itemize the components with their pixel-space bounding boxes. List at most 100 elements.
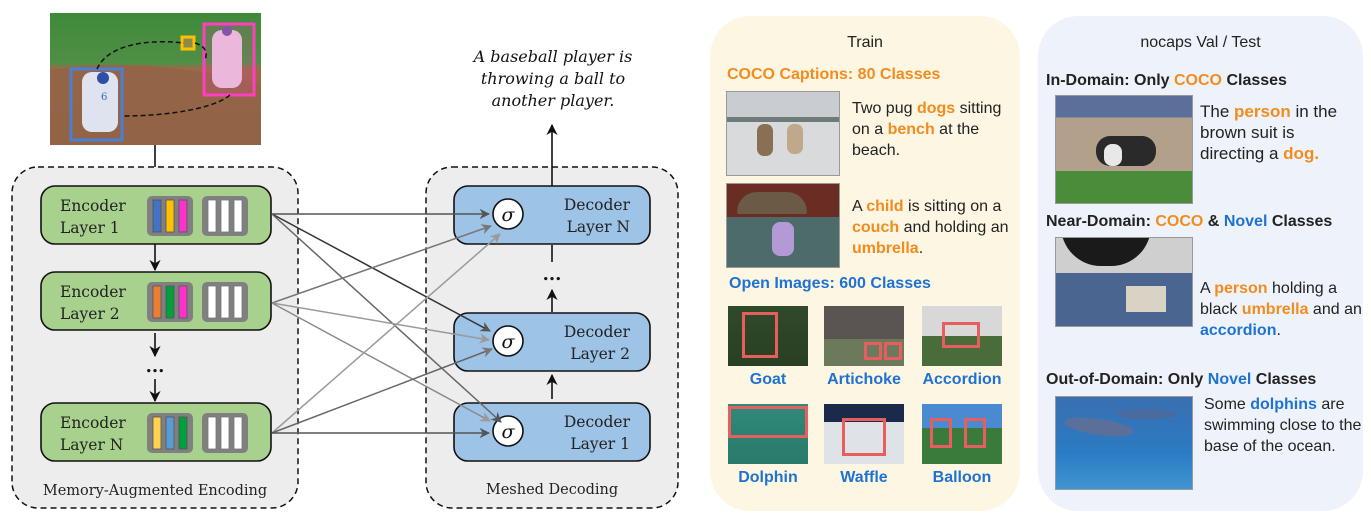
out-domain-heading: Out-of-Domain: Only Novel Classes — [1046, 371, 1316, 389]
thumbnail-label: Dolphin — [738, 469, 798, 486]
thumbnail-artichoke — [824, 306, 904, 366]
caption-text: is sitting on a — [903, 198, 1002, 215]
heading-text: Classes — [1267, 213, 1333, 230]
caption-child: A child is sitting on a couch and holdin… — [852, 196, 1022, 259]
caption-line: another player. — [492, 91, 615, 110]
highlighted-object-word: couch — [852, 219, 900, 236]
region-features-icon — [147, 196, 193, 236]
bounding-box — [930, 418, 952, 448]
svg-text:σ: σ — [502, 204, 516, 226]
thumbnail-label: Goat — [749, 371, 787, 388]
heading-class-word: COCO — [1155, 213, 1204, 230]
sigma-gate-icon: σ — [492, 325, 524, 357]
open-images-heading: Open Images: 600 Classes — [729, 275, 931, 292]
heading-text: Near-Domain: — [1046, 213, 1156, 230]
heading-text: Out-of-Domain: Only — [1046, 371, 1208, 388]
thumbnail-goat — [728, 306, 808, 366]
heading-text: & — [1203, 213, 1224, 230]
train-panel-title: Train — [847, 34, 883, 51]
bbox-player-right — [202, 22, 256, 97]
encoder-group-label: Memory-Augmented Encoding — [43, 483, 267, 499]
decoder-layer-label: Decoder — [564, 323, 631, 341]
caption-text: . — [1276, 322, 1281, 339]
caption-text: and holding an — [899, 219, 1009, 236]
coco-captions-heading: COCO Captions: 80 Classes — [727, 66, 941, 83]
thumbnail-label: Waffle — [840, 469, 888, 486]
caption-text: are swimming close to the base of the oc… — [1204, 396, 1362, 455]
memory-slots-icon — [202, 413, 248, 453]
region-features-icon — [147, 413, 193, 453]
caption-line: throwing a ball to — [481, 69, 625, 88]
caption-text: . — [918, 240, 924, 257]
highlighted-object-word: umbrella — [1241, 301, 1309, 318]
connection-arrow — [271, 213, 502, 423]
photo-pugs — [726, 91, 840, 176]
encoder-layer-label: Encoder — [60, 197, 126, 215]
connection-arrow — [271, 347, 493, 434]
connection-arrow — [271, 302, 491, 344]
caption-text: sitting on a — [852, 100, 1002, 138]
svg-text:σ: σ — [502, 331, 516, 353]
train-panel: Train COCO Captions: 80 Classes Two pug … — [710, 16, 1020, 511]
input-image: 6 — [50, 13, 261, 145]
decoder-layer-label: Layer N — [567, 218, 630, 236]
output-caption: A baseball player is throwing a ball to … — [472, 47, 633, 110]
near-domain-heading: Near-Domain: COCO & Novel Classes — [1046, 213, 1332, 231]
player-right — [212, 26, 242, 88]
caption-text: in the brown suit is directing a — [1200, 102, 1338, 163]
relation-dashed-path — [96, 40, 231, 117]
architecture-diagram: 6 Memory-Augmented Encoding Meshed Decod… — [11, 13, 679, 509]
caption-dog-show: The person in the brown suit is directin… — [1200, 101, 1360, 164]
bbox-player-left — [69, 67, 124, 142]
nocaps-panel: nocaps Val / Test In-Domain: Only COCO C… — [1038, 16, 1363, 511]
caption-pugs: Two pug dogs sitting on a bench at the b… — [852, 98, 1022, 161]
encoder-layer-label: Layer 1 — [60, 219, 120, 237]
highlighted-object-word: accordion — [1200, 322, 1277, 339]
photo-umbrella-accordion — [1055, 237, 1193, 327]
highlighted-object-word: person — [1234, 102, 1291, 121]
bounding-box — [742, 312, 778, 358]
connection-arrow — [271, 302, 491, 422]
heading-class-word: Novel — [1207, 371, 1252, 388]
decoder-group-label: Meshed Decoding — [486, 482, 618, 498]
photo-dolphins — [1055, 396, 1193, 490]
highlighted-object-word: dolphins — [1250, 396, 1317, 413]
caption-text: The — [1200, 102, 1235, 121]
caption-text: and an — [1308, 301, 1362, 318]
encoder-ellipsis: ... — [146, 356, 165, 377]
svg-text:σ: σ — [502, 421, 516, 443]
highlighted-object-word: person — [1214, 280, 1268, 297]
highlighted-object-word: bench — [887, 121, 935, 138]
caption-text: A — [1200, 280, 1215, 297]
decoder-layer-label: Decoder — [564, 413, 631, 431]
highlighted-object-word: dog. — [1283, 144, 1320, 163]
decoder-layer-label: Layer 2 — [570, 345, 630, 363]
jersey-number: 6 — [101, 92, 107, 103]
player-left: 6 — [82, 72, 118, 132]
highlighted-object-word: umbrella — [852, 240, 919, 257]
thumbnail-waffle — [824, 404, 904, 464]
decoder-layer-label: Decoder — [564, 196, 631, 214]
sigma-gate-icon: σ — [492, 198, 524, 230]
memory-slots-icon — [202, 282, 248, 322]
bounding-box — [728, 406, 808, 438]
encoder-layer-label: Layer 2 — [60, 305, 120, 323]
thumbnail-label: Balloon — [932, 469, 992, 486]
caption-text: at the beach. — [852, 121, 980, 159]
thumbnail-accordion — [922, 306, 1002, 366]
nocaps-panel-title: nocaps Val / Test — [1140, 34, 1261, 51]
photo-child-umbrella — [726, 183, 840, 268]
bounding-box — [964, 418, 986, 448]
thumbnail-balloon — [922, 404, 1002, 464]
in-domain-heading: In-Domain: Only COCO Classes — [1046, 72, 1287, 90]
encoder-layer-label: Layer N — [60, 436, 123, 454]
thumbnail-dolphin — [728, 404, 808, 464]
caption-text: holding a black — [1200, 280, 1337, 318]
decoder-ellipsis: ... — [543, 264, 562, 285]
